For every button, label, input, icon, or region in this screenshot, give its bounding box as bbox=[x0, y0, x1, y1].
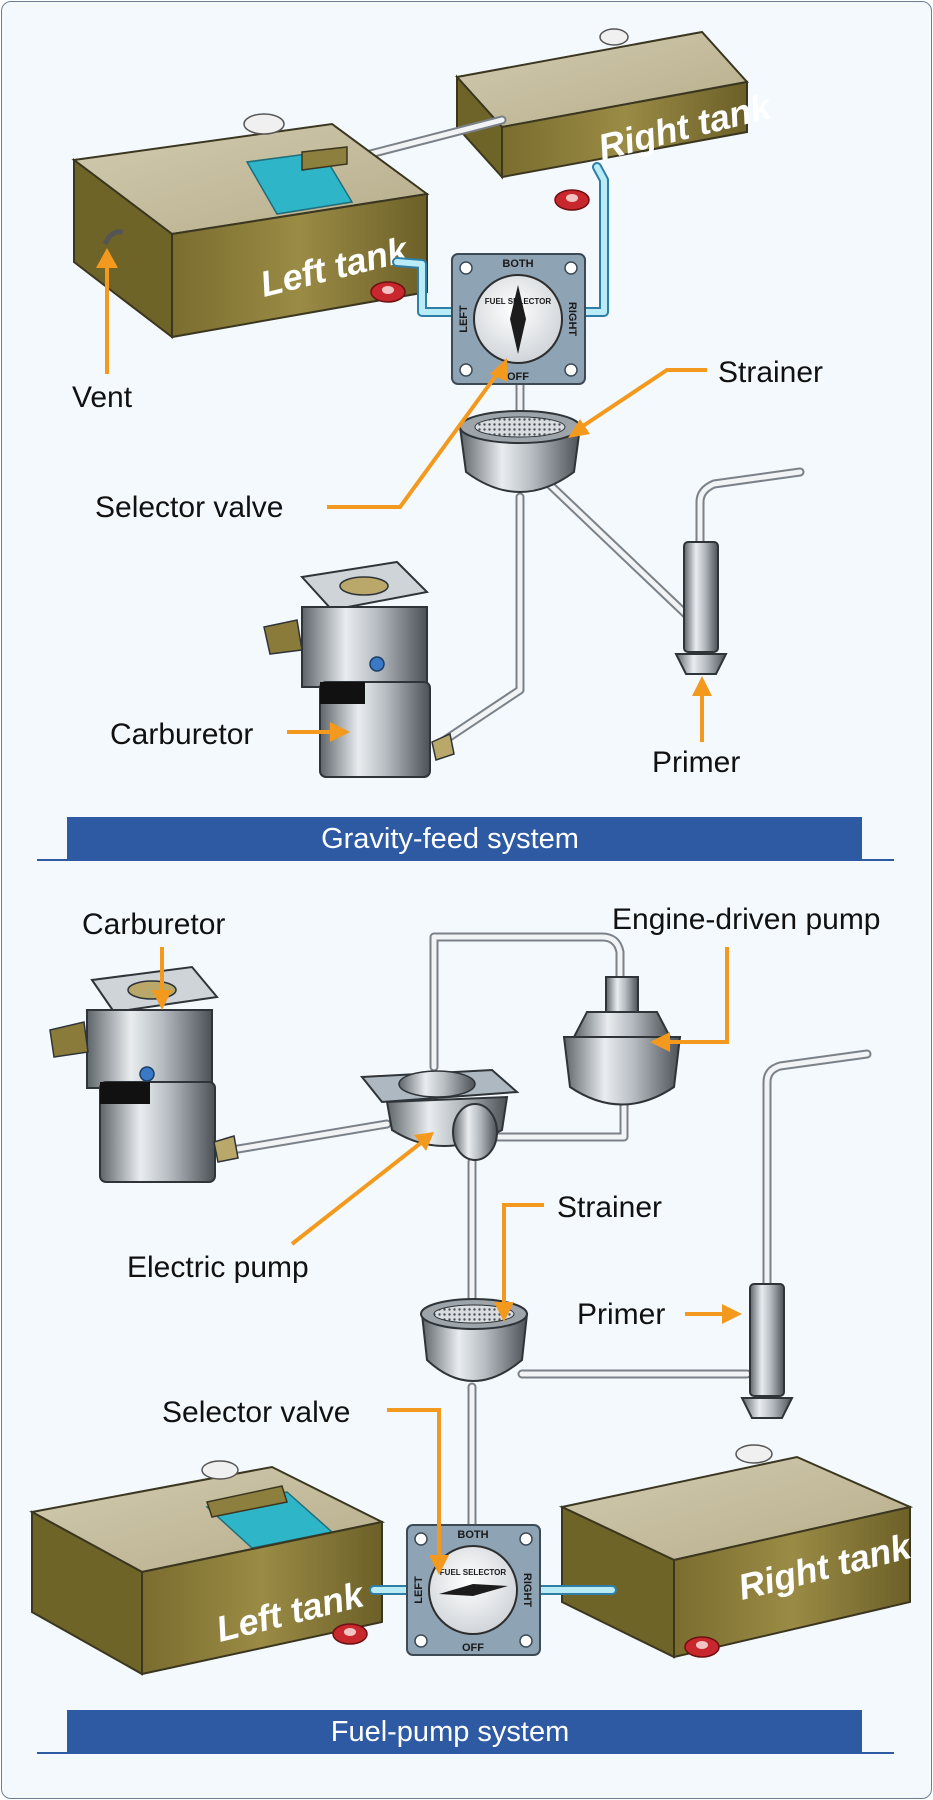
pump-carburetor-label: Carburetor bbox=[82, 908, 225, 941]
gravity-selector-valve: BOTH OFF LEFT RIGHT FUEL SELECTOR bbox=[451, 253, 586, 385]
pump-strainer-label: Strainer bbox=[557, 1191, 662, 1224]
pump-right-tank: Right tank bbox=[558, 1444, 917, 1659]
gravity-strainer bbox=[458, 410, 582, 493]
pump-carburetor bbox=[49, 965, 239, 1183]
drain-valve-icon bbox=[684, 1636, 720, 1658]
gravity-selector-dial-text: FUEL SELECTOR bbox=[485, 297, 552, 306]
gravity-primer-label: Primer bbox=[652, 746, 740, 779]
pump-banner-title: Fuel-pump system bbox=[331, 1716, 570, 1748]
pump-callouts: Carburetor Engine-driven pump Electric p… bbox=[82, 903, 881, 1575]
engine-driven-pump bbox=[562, 976, 682, 1106]
drain-valve-icon bbox=[554, 189, 590, 211]
gravity-vent-label: Vent bbox=[72, 381, 133, 414]
pump-primer bbox=[740, 1049, 872, 1419]
pump-electric-pump-label: Electric pump bbox=[127, 1251, 309, 1284]
electric-pump bbox=[360, 1068, 520, 1161]
gravity-left-tank: Left tank bbox=[71, 113, 430, 340]
pump-selector-label: Selector valve bbox=[162, 1396, 350, 1429]
gravity-selector-label: Selector valve bbox=[95, 491, 283, 524]
gravity-selector-left: LEFT bbox=[458, 305, 470, 333]
drain-valve-icon bbox=[332, 1623, 368, 1645]
gravity-callouts: Vent Strainer Selector valve Carburetor … bbox=[72, 248, 823, 779]
pump-strainer bbox=[420, 1298, 529, 1382]
pump-selector-valve: BOTH OFF LEFT RIGHT FUEL SELECTOR bbox=[406, 1524, 541, 1656]
gravity-feed-lines bbox=[437, 377, 699, 747]
gravity-selector-right: RIGHT bbox=[566, 302, 578, 337]
gravity-strainer-label: Strainer bbox=[718, 356, 823, 389]
pump-selector-both: BOTH bbox=[457, 1529, 488, 1541]
pump-selector-right: RIGHT bbox=[521, 1573, 533, 1608]
pump-banner: Fuel-pump system bbox=[37, 1710, 894, 1754]
gravity-fuel-lines bbox=[392, 162, 609, 317]
pump-fuel-lines bbox=[227, 932, 752, 1532]
pump-engine-driven-pump-label: Engine-driven pump bbox=[612, 903, 881, 936]
gravity-primer bbox=[674, 467, 805, 675]
vent-tube bbox=[102, 229, 124, 246]
pump-left-tank: Left tank bbox=[29, 1460, 386, 1676]
gravity-carburetor bbox=[263, 560, 455, 778]
gravity-banner: Gravity-feed system bbox=[37, 817, 894, 861]
gravity-selector-off: OFF bbox=[507, 371, 529, 383]
selector-pointer-icon bbox=[439, 1584, 508, 1596]
drain-valve-icon bbox=[370, 281, 406, 303]
selector-pointer-icon bbox=[510, 285, 526, 354]
gravity-carburetor-label: Carburetor bbox=[110, 718, 253, 751]
pump-selector-left: LEFT bbox=[413, 1576, 425, 1604]
gravity-banner-title: Gravity-feed system bbox=[321, 823, 579, 855]
pump-selector-dial-text: FUEL SELECTOR bbox=[440, 1568, 507, 1577]
pump-primer-label: Primer bbox=[577, 1298, 665, 1331]
gravity-selector-both: BOTH bbox=[502, 258, 533, 270]
pump-selector-off: OFF bbox=[462, 1642, 484, 1654]
